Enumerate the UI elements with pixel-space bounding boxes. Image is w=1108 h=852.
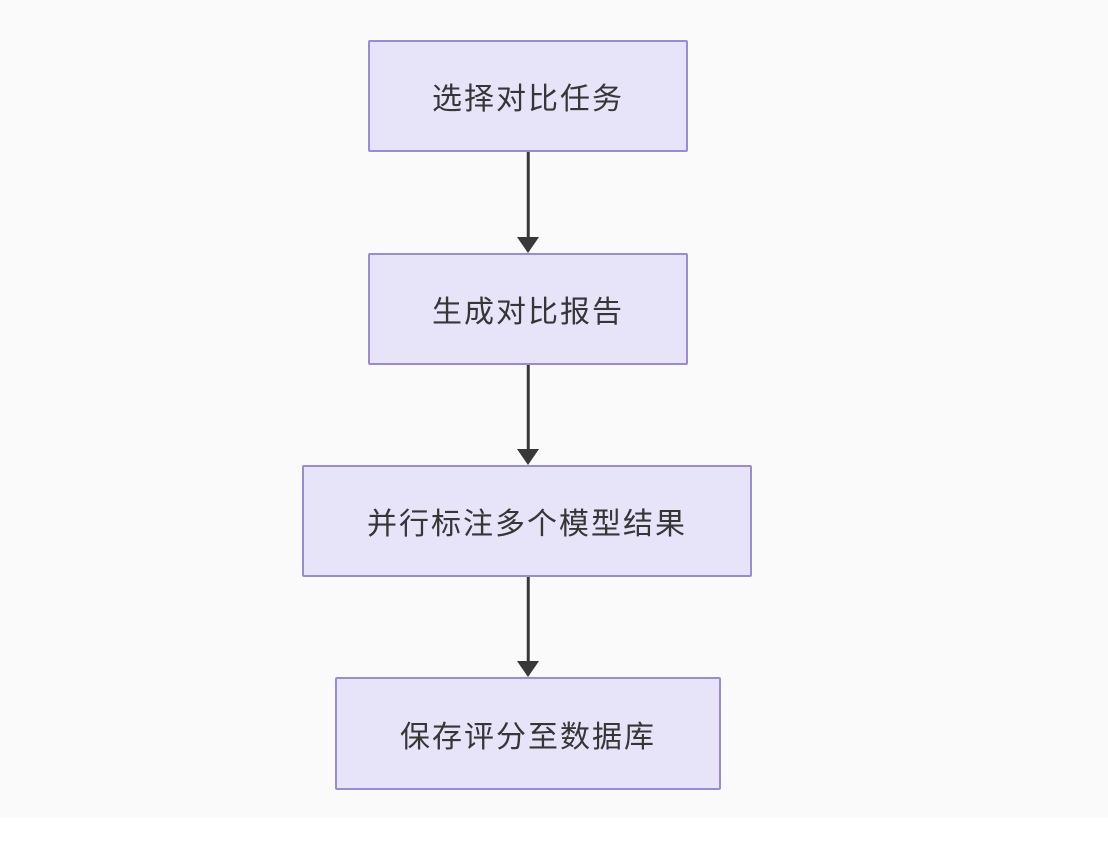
edge-arrow-2 xyxy=(516,365,540,465)
page-bottom-margin xyxy=(0,818,1108,852)
flow-node-label: 并行标注多个模型结果 xyxy=(367,508,687,541)
arrowhead-down-icon xyxy=(517,449,539,465)
arrow-line xyxy=(526,365,530,451)
flow-node-label: 选择对比任务 xyxy=(432,83,624,116)
flow-node-select-task: 选择对比任务 xyxy=(368,40,688,152)
flow-node-label: 生成对比报告 xyxy=(432,296,624,329)
arrow-line xyxy=(526,152,530,239)
edge-arrow-3 xyxy=(516,577,540,677)
flowchart-canvas: 选择对比任务 生成对比报告 并行标注多个模型结果 保存评分至数据库 xyxy=(302,40,752,790)
arrowhead-down-icon xyxy=(517,661,539,677)
arrow-line xyxy=(526,577,530,663)
edge-arrow-1 xyxy=(516,152,540,253)
flow-node-label: 保存评分至数据库 xyxy=(400,720,656,754)
flow-node-save-scores: 保存评分至数据库 xyxy=(335,677,721,790)
flow-node-generate-report: 生成对比报告 xyxy=(368,253,688,365)
flow-node-parallel-annotate: 并行标注多个模型结果 xyxy=(302,465,752,577)
arrowhead-down-icon xyxy=(517,237,539,253)
